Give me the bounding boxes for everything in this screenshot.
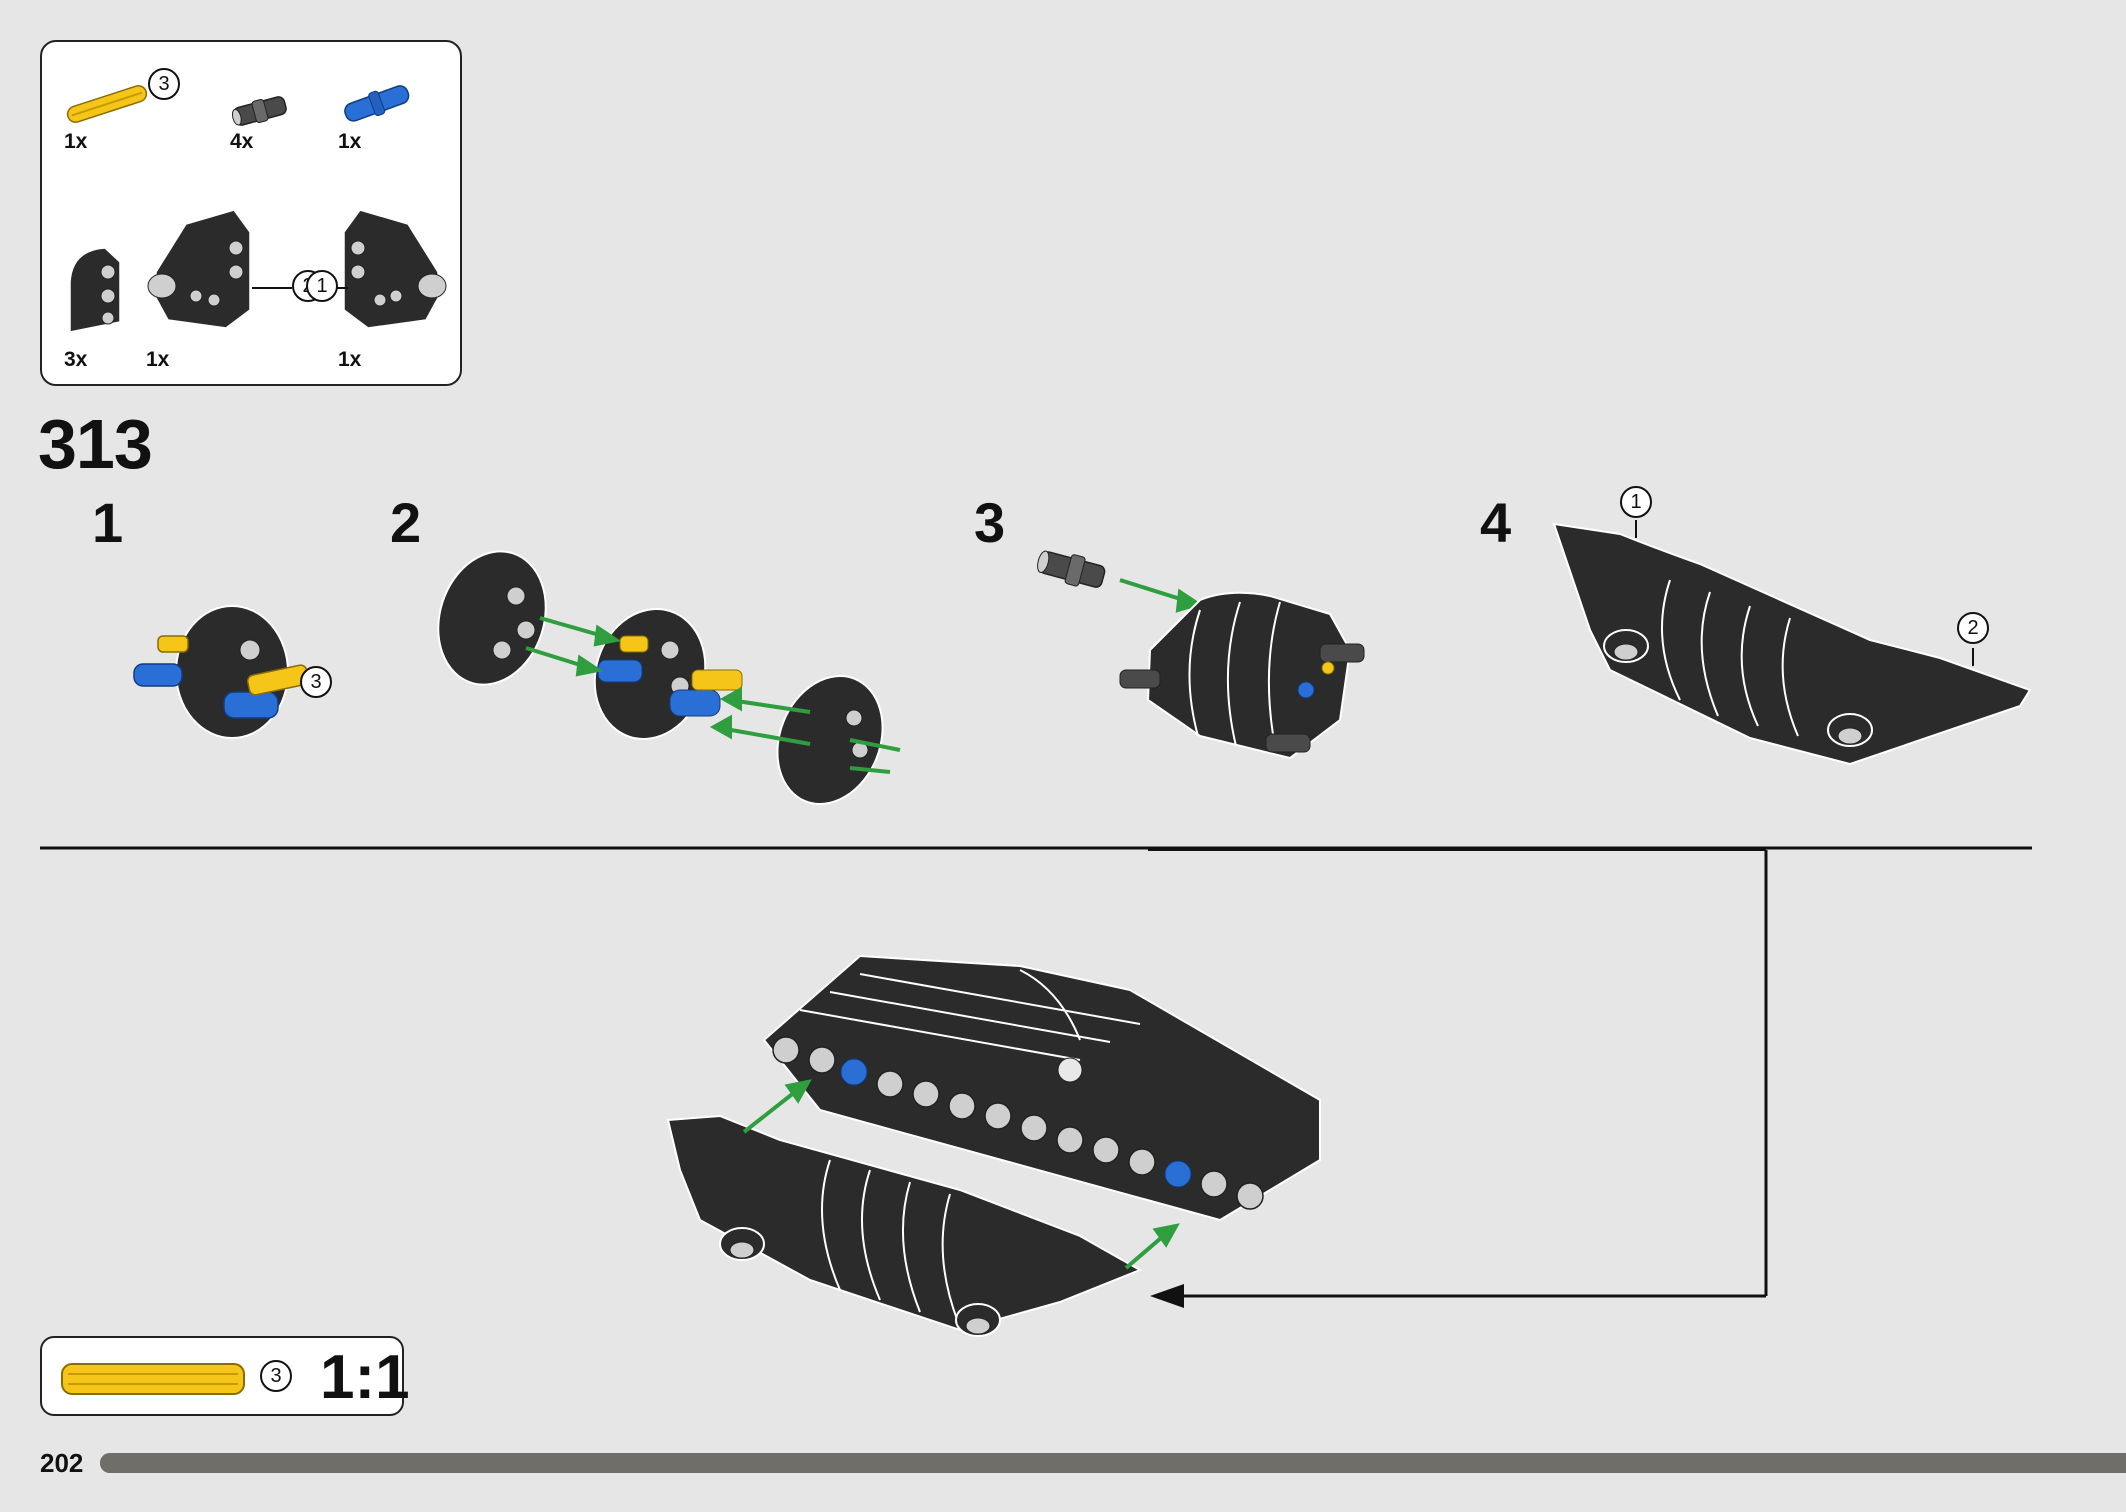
substep1-callout: 3 [300, 666, 332, 698]
qty-black-rounded-panel: 3x [64, 348, 88, 371]
substep-number-1: 1 [92, 491, 124, 554]
page-number: 202 [40, 1448, 84, 1478]
callout-leader-2 [252, 287, 292, 289]
parts-list-box: 3 1x 4x 1x 3x 2 1x [40, 40, 462, 386]
substep3-illustration [1037, 550, 1365, 760]
step-number: 313 [38, 405, 153, 483]
parts-callout-3: 3 [148, 68, 180, 100]
black-corner-panel-right-part [343, 209, 447, 329]
substep4-callout-1: 1 [1620, 486, 1652, 518]
scale-ratio: 1:1 [320, 1343, 410, 1412]
qty-blue-pin: 1x [338, 130, 362, 153]
progress-bar [100, 1453, 2126, 1473]
qty-gray-pin-connector: 4x [230, 130, 254, 153]
substep-number-4: 4 [1480, 491, 1512, 554]
substep4-illustration [1552, 520, 2032, 766]
yellow-axle-part [66, 85, 148, 123]
scale-callout: 3 [260, 1360, 292, 1392]
main-assembly-illustration [666, 954, 1321, 1337]
substep4-callout-2: 2 [1957, 612, 1989, 644]
parts-callout-1: 1 [306, 270, 338, 302]
qty-black-corner-panel-right: 1x [338, 348, 362, 371]
substep-number-3: 3 [974, 491, 1006, 554]
blue-pin-part [344, 85, 410, 122]
substep1-illustration [133, 605, 310, 739]
substep2-illustration [437, 550, 901, 805]
qty-yellow-axle: 1x [64, 130, 88, 153]
progress-fill [100, 1453, 2066, 1473]
scale-guide-box: 3 1:1 [40, 1336, 410, 1416]
black-rounded-panel-part [69, 247, 121, 333]
gray-pin-connector-part [231, 96, 287, 126]
yellow-axle-scale [61, 1363, 245, 1395]
qty-black-corner-panel-left: 1x [146, 348, 170, 371]
substep-number-2: 2 [390, 491, 422, 554]
black-corner-panel-left-part [147, 209, 251, 329]
